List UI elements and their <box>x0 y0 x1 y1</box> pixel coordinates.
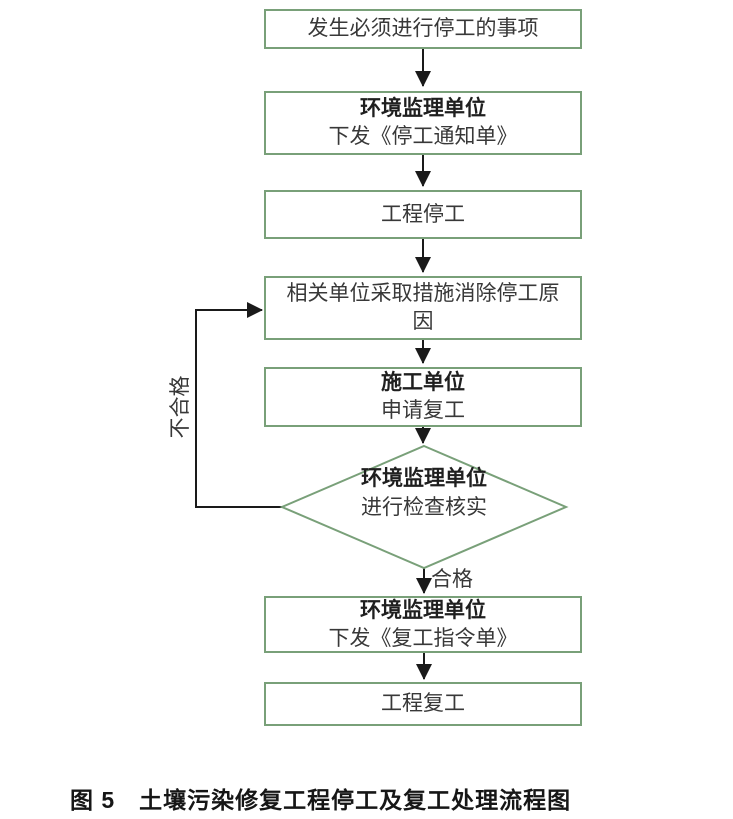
node-apply-resume-action: 申请复工 <box>381 399 465 422</box>
node-resolve-cause: 相关单位采取措施消除停工原因 <box>264 276 582 340</box>
node-work-stop: 工程停工 <box>264 190 582 239</box>
node-stop-event-text: 发生必须进行停工的事项 <box>307 17 539 40</box>
node-resume-order: 环境监理单位 下发《复工指令单》 <box>264 596 582 653</box>
node-stop-notice: 环境监理单位 下发《停工通知单》 <box>264 91 582 155</box>
decision-diamond-shape <box>279 444 569 570</box>
node-work-resume: 工程复工 <box>264 682 582 726</box>
node-work-resume-text: 工程复工 <box>381 692 465 715</box>
node-check-action: 进行检查核实 <box>361 496 487 519</box>
node-apply-resume-org: 施工单位 <box>381 371 465 394</box>
node-stop-event: 发生必须进行停工的事项 <box>264 9 582 49</box>
edge-label-fail: 不合格 <box>169 375 192 439</box>
node-check-org: 环境监理单位 <box>361 467 487 490</box>
node-stop-notice-org: 环境监理单位 <box>360 97 486 120</box>
node-work-stop-text: 工程停工 <box>381 202 465 226</box>
node-resume-order-org: 环境监理单位 <box>360 598 486 622</box>
node-check-decision: 环境监理单位 进行检查核实 <box>304 464 544 522</box>
figure-caption: 图 5 土壤污染修复工程停工及复工处理流程图 <box>70 787 572 813</box>
node-resume-order-action: 下发《复工指令单》 <box>328 626 518 650</box>
node-apply-resume: 施工单位 申请复工 <box>264 367 582 427</box>
feedback-loop-fail <box>195 302 282 508</box>
node-resolve-cause-text: 相关单位采取措施消除停工原因 <box>286 282 560 333</box>
edge-label-pass: 合格 <box>431 568 473 591</box>
node-stop-notice-action: 下发《停工通知单》 <box>328 125 518 148</box>
